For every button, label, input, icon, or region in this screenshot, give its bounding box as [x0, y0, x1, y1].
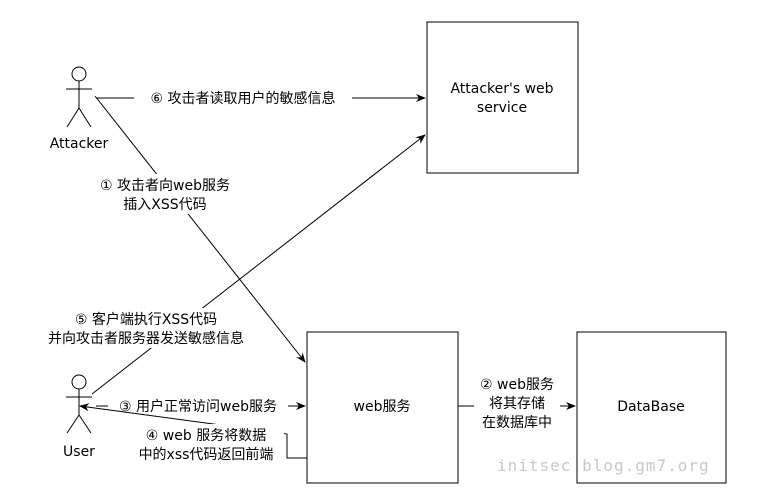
edge-step3-label: ③ 用户正常访问web服务 [119, 398, 277, 415]
attacker-service-label-line1: Attacker's web [450, 81, 553, 97]
attacker-label: Attacker [50, 136, 109, 152]
edge-step1-label-line1: ① 攻击者向web服务 [100, 178, 230, 194]
user-label: User [63, 444, 95, 460]
edge-step5-label-line2: 并向攻击者服务器发送敏感信息 [48, 330, 244, 347]
web-service-box [306, 331, 459, 484]
edge-step2-label-line1: ② web服务 [480, 377, 554, 393]
edge-step5-label-line1: ⑤ 客户端执行XSS代码 [75, 311, 217, 328]
web-service-label: web服务 [354, 399, 411, 415]
edge-step6-label: ⑥ 攻击者读取用户的敏感信息 [150, 90, 335, 107]
database-label: DataBase [617, 399, 685, 415]
attacker-actor [66, 66, 92, 128]
user-actor [66, 374, 92, 434]
edge-step2-label-line3: 在数据库中 [482, 415, 552, 431]
edge-step4 [79, 403, 307, 459]
database-box [576, 331, 727, 484]
edge-step5 [91, 134, 426, 395]
edge-step4-label-line1: ④ web 服务将数据 [146, 428, 266, 444]
edge-step2-label-line2: 将其存储 [489, 396, 545, 412]
watermark: initsec blog.gm7.org [497, 456, 710, 475]
attacker-service-box [426, 21, 579, 174]
edge-step1-label-line2: 插入XSS代码 [123, 197, 206, 213]
attacker-service-label-line2: service [477, 100, 527, 116]
edge-step4-label-line2: 中的xss代码返回前端 [139, 446, 274, 463]
edge-step1 [94, 95, 306, 363]
